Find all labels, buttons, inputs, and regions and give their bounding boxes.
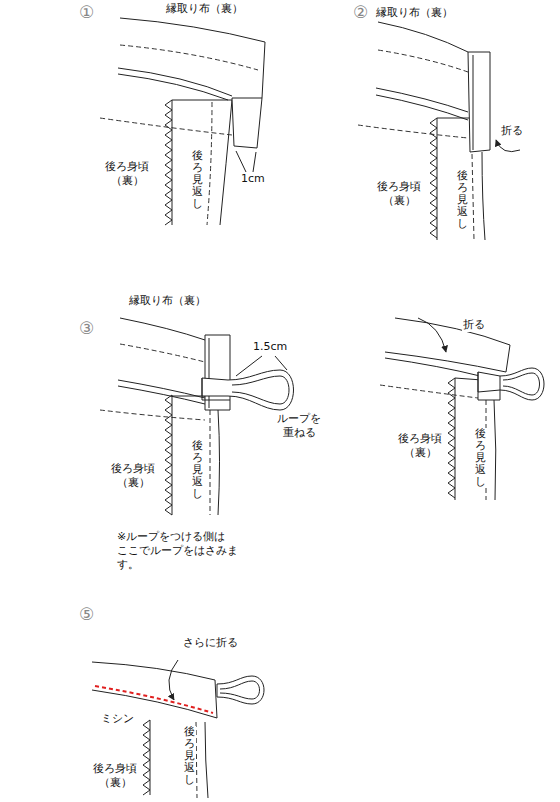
drawing-line bbox=[496, 140, 520, 152]
drawing-line bbox=[220, 100, 232, 225]
drawing-line bbox=[478, 372, 500, 400]
drawing-line bbox=[236, 151, 246, 172]
garment-edge bbox=[172, 395, 173, 515]
step-number: ② bbox=[352, 2, 369, 23]
step-number: ① bbox=[78, 2, 95, 23]
part-name: ループを 重ねる bbox=[272, 412, 327, 440]
drawing-line bbox=[358, 125, 468, 138]
drawing-line bbox=[378, 50, 468, 72]
label: 縁取り布（裏） bbox=[375, 6, 454, 20]
step-3-figure bbox=[100, 318, 294, 515]
drawing-line bbox=[100, 410, 205, 420]
note: ※ループをつける側は ここでループをはさみます。 bbox=[116, 530, 239, 571]
drawing-line bbox=[395, 318, 510, 345]
part-name: 後ろ身頃 （裏） bbox=[100, 160, 155, 188]
drawing-line bbox=[478, 368, 544, 400]
part-name: 後ろ身頃 （裏） bbox=[88, 762, 143, 790]
overlock-edge bbox=[448, 378, 455, 498]
drawing-line bbox=[217, 676, 264, 704]
overlock-edge bbox=[143, 720, 150, 795]
drawing-line bbox=[376, 95, 468, 120]
drawing-line bbox=[207, 102, 212, 225]
drawing-line bbox=[120, 318, 205, 340]
label: 1cm bbox=[240, 172, 266, 186]
drawing-line bbox=[202, 370, 294, 410]
garment-edge bbox=[455, 378, 456, 500]
drawing-line bbox=[172, 100, 232, 101]
part-name: 後ろ見返し bbox=[474, 428, 487, 488]
part-name: 後ろ身頃 （裏） bbox=[393, 432, 448, 460]
drawing-line bbox=[472, 154, 474, 240]
drawing-line bbox=[262, 42, 265, 98]
label: 折る bbox=[462, 318, 486, 332]
drawing-line bbox=[380, 385, 478, 398]
drawing-line bbox=[196, 722, 197, 798]
drawing-line bbox=[169, 660, 178, 700]
drawing-line bbox=[473, 55, 474, 150]
part-name: 後ろ見返し bbox=[456, 170, 469, 230]
drawing-line bbox=[120, 344, 205, 362]
step-1-figure bbox=[100, 18, 265, 225]
drawing-line bbox=[378, 22, 468, 52]
overlock-edge bbox=[165, 395, 172, 515]
garment-edge bbox=[437, 118, 438, 240]
drawing-line bbox=[385, 358, 480, 376]
step-2-figure bbox=[358, 22, 520, 240]
drawing-line bbox=[218, 410, 220, 515]
drawing-line bbox=[118, 380, 205, 398]
part-name: 後ろ身頃 （裏） bbox=[106, 462, 161, 490]
drawing-line bbox=[205, 335, 230, 410]
drawing-line bbox=[482, 152, 485, 240]
drawing-line bbox=[92, 662, 215, 680]
drawing-line bbox=[385, 352, 506, 372]
label: 縁取り布（裏） bbox=[165, 2, 244, 16]
drawing-line bbox=[418, 318, 446, 352]
drawing-line bbox=[202, 378, 230, 400]
step-number: ③ bbox=[78, 318, 95, 339]
drawing-line bbox=[232, 98, 262, 148]
drawing-line bbox=[210, 410, 211, 515]
drawing-line bbox=[118, 68, 232, 96]
label: さらに折る bbox=[182, 636, 239, 650]
label: 縁取り布（裏） bbox=[128, 294, 207, 308]
overlock-edges bbox=[143, 100, 455, 795]
drawing-line bbox=[275, 356, 287, 370]
drawing-line bbox=[503, 373, 540, 395]
part-name: 後ろ見返し bbox=[191, 440, 204, 500]
overlock-edge bbox=[165, 100, 172, 225]
drawing-line bbox=[253, 152, 256, 172]
drawing-line bbox=[120, 18, 265, 42]
drawing-line bbox=[376, 88, 468, 112]
label: 1.5cm bbox=[252, 340, 288, 354]
step-number: ⑤ bbox=[78, 604, 95, 625]
label: ミシン bbox=[100, 712, 135, 726]
stitch-line bbox=[95, 686, 213, 713]
drawing-line bbox=[232, 376, 289, 404]
drawing-line bbox=[118, 74, 228, 100]
part-name: 後ろ身頃 （裏） bbox=[372, 180, 427, 208]
part-name: 後ろ見返し bbox=[191, 150, 204, 210]
label: 折る bbox=[500, 124, 524, 138]
drawing-line bbox=[205, 722, 208, 798]
step-4-figure bbox=[380, 318, 544, 500]
part-name: 後ろ見返し bbox=[183, 726, 196, 786]
overlock-edge bbox=[430, 118, 437, 238]
drawing-line bbox=[120, 45, 258, 70]
drawing-line bbox=[118, 386, 205, 404]
garment-edge bbox=[150, 720, 151, 795]
drawing-line bbox=[494, 400, 496, 500]
drawing-line bbox=[220, 681, 260, 699]
garment-edge bbox=[172, 100, 173, 225]
drawing-line bbox=[437, 118, 470, 119]
drawing-line bbox=[236, 356, 262, 376]
drawing-line bbox=[468, 52, 490, 152]
drawing-line bbox=[209, 338, 210, 408]
drawing-line bbox=[172, 396, 206, 397]
drawing-line bbox=[506, 345, 510, 372]
